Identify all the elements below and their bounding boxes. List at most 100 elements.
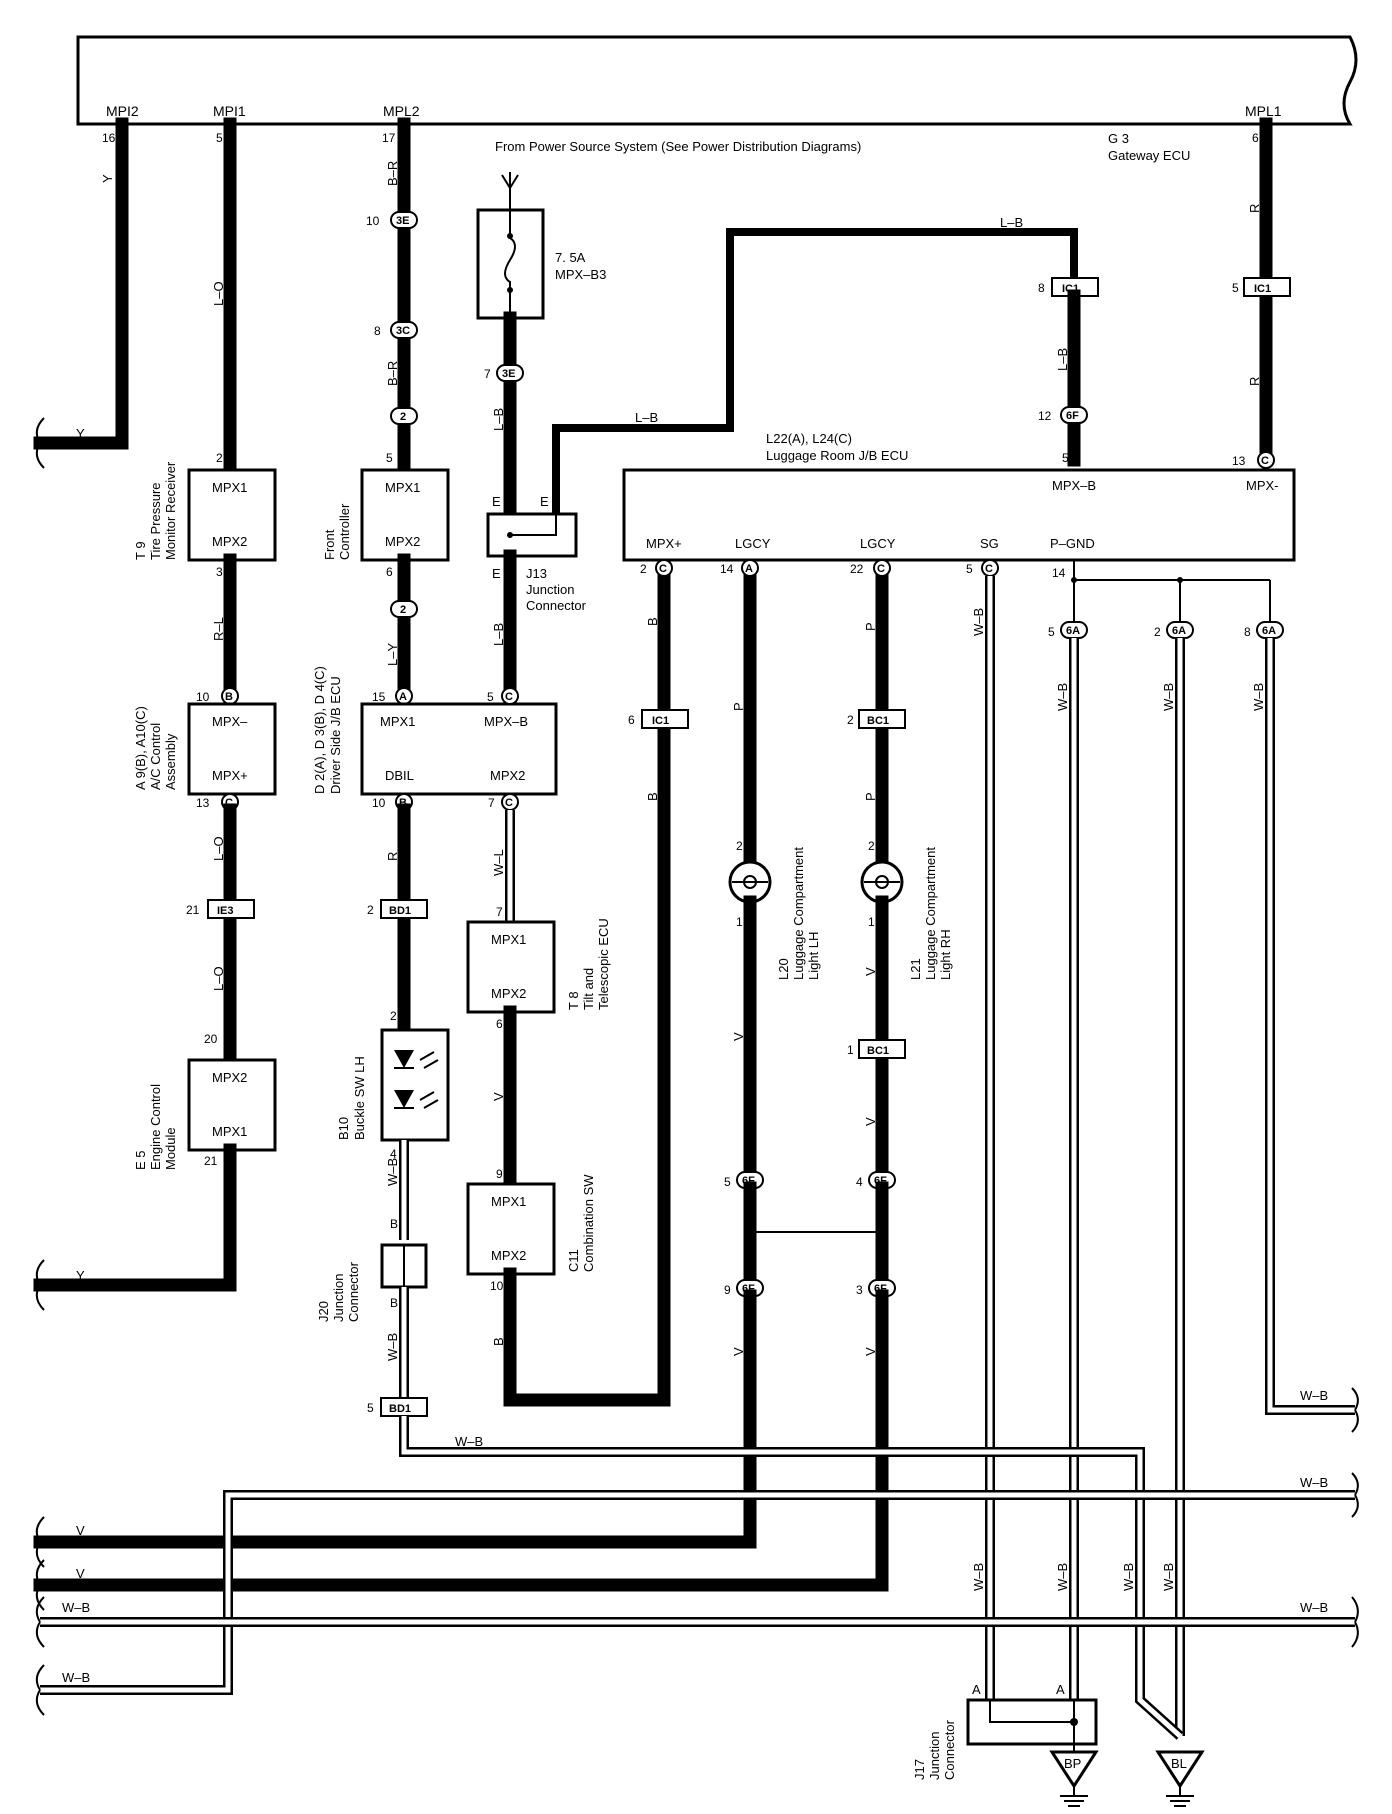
svg-text:Tire Pressure: Tire Pressure	[148, 482, 163, 560]
svg-text:B: B	[399, 797, 407, 809]
svg-text:W–L: W–L	[491, 849, 506, 876]
svg-text:MPX2: MPX2	[385, 534, 420, 549]
svg-text:MPX1: MPX1	[491, 932, 526, 947]
tire-pressure-monitor: MPX1 MPX2 T 9 Tire Pressure Monitor Rece…	[133, 461, 277, 562]
comb-to-luggage-b-wire: B C 2 B IC1 6 B	[491, 559, 689, 1407]
svg-text:5: 5	[1062, 451, 1069, 465]
svg-text:21: 21	[204, 1154, 218, 1168]
svg-text:7: 7	[488, 796, 495, 810]
svg-text:J13: J13	[526, 566, 547, 581]
pgnd-bus: 14 6A 5 6A 2 6A 8	[1048, 560, 1284, 639]
lgcy-c-wire: C 22 P BC1 2 P 2	[847, 559, 906, 862]
svg-text:Junction: Junction	[927, 1732, 942, 1780]
svg-text:10: 10	[372, 796, 386, 810]
svg-text:P: P	[863, 622, 878, 631]
svg-text:B: B	[390, 1217, 398, 1231]
sg-wire: C 5 W–B W–B	[966, 559, 999, 1700]
ground-bl: BL	[1155, 1750, 1205, 1807]
svg-text:B: B	[645, 617, 660, 626]
svg-text:A: A	[972, 1682, 981, 1697]
led-icon	[394, 1090, 414, 1108]
light-crosslink: 6F 9 6F 3	[724, 1181, 896, 1297]
ac-control-assembly: MPX– MPX+ A 9(B), A10(C) A/C Control Ass…	[133, 702, 277, 796]
svg-text:MPX–: MPX–	[212, 714, 248, 729]
svg-text:L–B: L–B	[1055, 348, 1070, 371]
svg-text:MPX–B: MPX–B	[1052, 478, 1096, 493]
svg-text:2: 2	[400, 411, 406, 423]
svg-text:5: 5	[1048, 625, 1055, 639]
dbil-to-buckle-wire: B 10 R BD1 2 2	[367, 793, 428, 1037]
svg-text:6F: 6F	[1066, 410, 1079, 422]
svg-text:Connector: Connector	[526, 598, 587, 613]
svg-text:P: P	[863, 792, 878, 801]
svg-text:4: 4	[390, 1147, 397, 1161]
svg-text:Y: Y	[100, 174, 115, 183]
svg-text:14: 14	[1052, 566, 1066, 580]
l21-to-6f-wire: V BC1 1 V 6F 4	[847, 895, 906, 1189]
j17-junction-connector: A A J17 Junction Connector	[912, 1682, 1098, 1780]
svg-text:1: 1	[736, 915, 743, 929]
svg-text:MPX2: MPX2	[212, 534, 247, 549]
svg-text:B10: B10	[336, 1117, 351, 1140]
svg-text:14: 14	[720, 562, 734, 576]
svg-text:MPX–B: MPX–B	[484, 714, 528, 729]
svg-text:17: 17	[382, 131, 396, 145]
svg-text:D 2(A), D 3(B), D 4(C): D 2(A), D 3(B), D 4(C)	[312, 666, 327, 794]
svg-text:6A: 6A	[1066, 625, 1080, 637]
svg-text:R: R	[385, 852, 400, 861]
svg-text:V: V	[731, 1032, 746, 1041]
svg-text:Controller: Controller	[337, 503, 352, 560]
wb-bus-through: W–B W–B	[35, 1596, 1359, 1648]
svg-text:Driver Side J/B ECU: Driver Side J/B ECU	[328, 676, 343, 794]
svg-text:MPX1: MPX1	[491, 1194, 526, 1209]
lb-route-wire: L–B L–B IC1 8 L–B 6F 12 5	[552, 215, 1099, 514]
front-controller: MPX1 MPX2 Front Controller	[322, 468, 450, 562]
pgnd-to-bl-wire: W–B W–B	[1161, 638, 1185, 1736]
buckle-to-j20-wire: W–B B	[385, 1140, 409, 1240]
svg-text:5: 5	[966, 562, 973, 576]
svg-text:7: 7	[484, 367, 491, 381]
svg-text:LGCY: LGCY	[735, 536, 771, 551]
svg-text:1: 1	[847, 1043, 854, 1057]
svg-text:W–B: W–B	[385, 1158, 400, 1186]
svg-text:R: R	[1247, 204, 1262, 213]
svg-text:2: 2	[847, 713, 854, 727]
svg-text:15: 15	[372, 690, 386, 704]
svg-text:Front: Front	[322, 529, 337, 560]
svg-text:10: 10	[366, 214, 380, 228]
j13-junction-connector: E E E J13 Junction Connector	[486, 494, 587, 613]
svg-text:Junction: Junction	[331, 1274, 346, 1322]
gateway-terminal-mpi2: MPI2	[106, 103, 139, 119]
svg-text:BD1: BD1	[389, 1403, 411, 1415]
svg-text:MPX+: MPX+	[212, 768, 248, 783]
svg-text:W–B: W–B	[971, 1563, 986, 1591]
dsjb-to-tilt-wire: C 7 W–L 7	[488, 793, 519, 922]
svg-text:9: 9	[724, 1283, 731, 1297]
svg-text:13: 13	[196, 796, 210, 810]
gateway-terminal-mpl2: MPL2	[383, 103, 420, 119]
svg-text:E: E	[492, 494, 501, 509]
svg-text:8: 8	[1038, 281, 1045, 295]
buckle-switch-lh: B10 Buckle SW LH 4	[336, 1028, 450, 1161]
svg-text:Engine Control: Engine Control	[148, 1084, 163, 1170]
svg-text:MPX2: MPX2	[491, 986, 526, 1001]
svg-text:4: 4	[856, 1175, 863, 1189]
svg-text:Telescopic ECU: Telescopic ECU	[596, 918, 611, 1010]
power-source-note: From Power Source System (See Power Dist…	[495, 139, 861, 154]
svg-text:Module: Module	[163, 1127, 178, 1170]
svg-text:L–Y: L–Y	[385, 643, 400, 666]
svg-text:W–B: W–B	[62, 1670, 90, 1685]
svg-text:3C: 3C	[396, 325, 410, 337]
svg-text:2: 2	[1154, 625, 1161, 639]
svg-text:3: 3	[216, 565, 223, 579]
svg-text:10: 10	[490, 1279, 504, 1293]
svg-text:C: C	[505, 797, 513, 809]
l20-to-6f-wire: V 6F 5	[724, 895, 764, 1189]
svg-text:W–B: W–B	[1300, 1600, 1328, 1615]
svg-text:2: 2	[736, 839, 743, 853]
wb-bus-right-1: W–B W–B	[35, 1472, 1359, 1716]
svg-text:IE3: IE3	[217, 905, 234, 917]
svg-text:L21: L21	[908, 958, 923, 980]
svg-text:V: V	[491, 1092, 506, 1101]
wire-break-icon	[35, 1559, 45, 1611]
